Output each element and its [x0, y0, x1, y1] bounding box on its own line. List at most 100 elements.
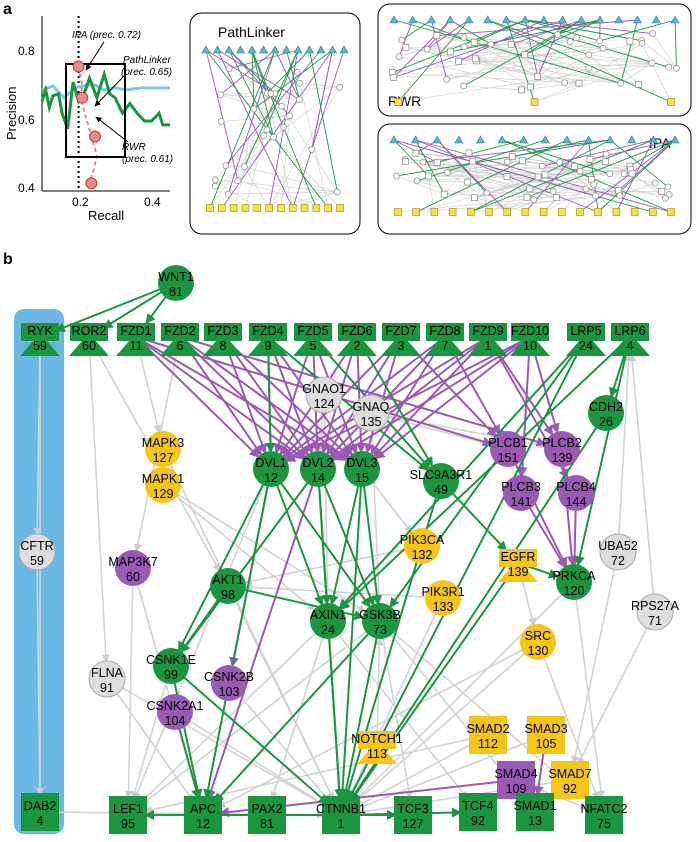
thumb-edge: [244, 166, 270, 209]
edge-dvl1-axin1: [270, 468, 324, 607]
node-number: 73: [373, 623, 387, 637]
thumb-node: [250, 105, 258, 113]
node-shape-bottom: [293, 333, 333, 356]
annotation-ipa: IPA (prec. 0.72): [72, 30, 141, 41]
thumb-node: [286, 112, 293, 120]
thumb-edge: [463, 85, 522, 91]
thumb-edge: [217, 49, 294, 209]
edge-fzd3-dvl1: [222, 336, 267, 454]
node-label: SRC: [525, 629, 551, 643]
node-number: 3: [398, 339, 405, 353]
node-number: 4: [627, 339, 634, 353]
node-shape: [153, 648, 189, 684]
thumb-edge: [251, 49, 255, 109]
thumb-edge: [674, 19, 677, 69]
thumb-edge: [393, 19, 563, 78]
edge-smad3-ctnnb1: [356, 734, 547, 810]
thumb-edge: [447, 172, 557, 198]
node-shape: [469, 716, 507, 754]
thumb-node: [586, 155, 594, 163]
thumb-edge: [524, 19, 601, 56]
thumb-edge: [487, 19, 672, 103]
node-label: NFATC2: [581, 802, 628, 816]
thumb-receptor: [670, 135, 680, 144]
thumb-node: [217, 118, 225, 125]
thumb-edge: [422, 139, 611, 163]
thumb-node: [665, 63, 673, 71]
annotation-ipa-arrow: [85, 41, 105, 71]
thumb-node: [470, 39, 478, 46]
thumb-node: [222, 162, 230, 169]
thumb-receptor: [201, 45, 211, 54]
thumb-edge: [525, 19, 642, 42]
node-label: FZD1: [120, 324, 151, 338]
node-label: CFTR: [20, 539, 53, 553]
thumb-edge: [524, 54, 539, 77]
node-number: 1: [485, 339, 492, 353]
thumb-node: [433, 32, 441, 39]
thumb-node: [294, 68, 301, 76]
node-label: GSK3B: [359, 608, 401, 622]
node-shape-bottom: [337, 333, 377, 356]
node-number: 10: [523, 339, 537, 353]
